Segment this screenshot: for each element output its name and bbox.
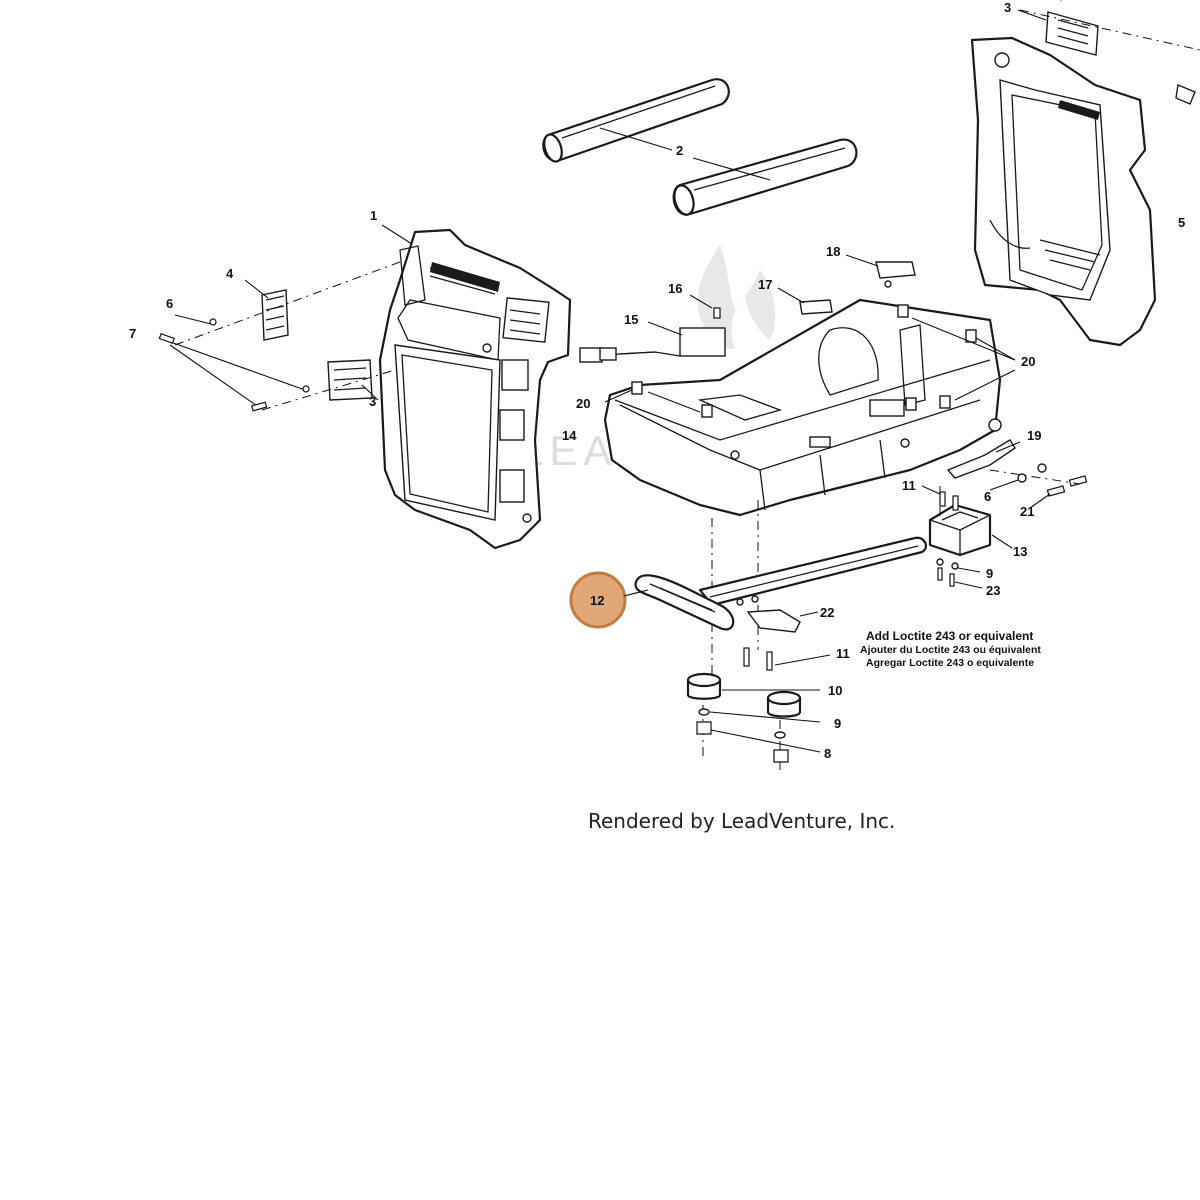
alignment-lines-left <box>164 224 413 411</box>
callout-13: 13 <box>1013 544 1027 559</box>
part-bracket-19 <box>946 439 1088 509</box>
screws-11-lower <box>743 647 831 671</box>
callout-7: 7 <box>129 326 136 341</box>
callout-12: 12 <box>590 593 604 608</box>
part-base-tray <box>603 298 1002 517</box>
callout-6-right: 6 <box>984 489 991 504</box>
callout-14: 14 <box>562 428 577 443</box>
callout-22: 22 <box>820 605 834 620</box>
part-module-15 <box>579 321 726 363</box>
part-rear-panel <box>970 36 1157 347</box>
part-front-panel <box>378 228 572 550</box>
callout-6-left: 6 <box>166 296 173 311</box>
callout-18: 18 <box>826 244 840 259</box>
callout-11-lower: 11 <box>836 646 850 661</box>
callout-20-right: 20 <box>1021 354 1035 369</box>
part-grille-4 <box>261 289 289 341</box>
part-grille-top-right <box>1017 0 1200 105</box>
callout-17: 17 <box>758 277 772 292</box>
vertical-alignment-lines <box>702 486 941 770</box>
callout-15: 15 <box>624 312 638 327</box>
loctite-note: Add Loctite 243 or equivalent Ajouter du… <box>860 629 1041 669</box>
fasteners-8-9-lower <box>696 708 821 763</box>
part-clip-18 <box>845 254 916 288</box>
fasteners-9-23 <box>936 558 983 589</box>
credit-text: Rendered by LeadVenture, Inc. <box>588 809 895 833</box>
screw-7 <box>158 318 310 412</box>
part-tube-upper <box>542 78 730 163</box>
part-screw-16 <box>689 294 721 319</box>
callout-10: 10 <box>828 683 842 698</box>
part-block-13 <box>928 503 1013 557</box>
part-grille-3-left <box>327 359 373 401</box>
callout-2-leaders <box>599 127 771 181</box>
callout-11-upper: 11 <box>902 478 916 493</box>
callout-3-left: 3 <box>369 394 376 409</box>
note-line-french: Ajouter du Loctite 243 ou équivalent <box>860 644 1041 656</box>
part-handle-12 <box>634 536 928 631</box>
part-bracket-22 <box>746 609 819 633</box>
note-line-english: Add Loctite 243 or equivalent <box>866 629 1033 643</box>
callout-19: 19 <box>1027 428 1041 443</box>
part-clip-17 <box>777 287 833 315</box>
part-clips-20 <box>604 304 1016 418</box>
highlight-part-12[interactable] <box>569 571 649 629</box>
note-line-spanish: Agregar Loctite 243 o equivalente <box>866 657 1034 669</box>
part-tube-lower <box>672 138 858 216</box>
callout-23: 23 <box>986 583 1000 598</box>
callout-9-lower: 9 <box>834 716 841 731</box>
callout-9-right: 9 <box>986 566 993 581</box>
screws-11-upper <box>921 485 959 511</box>
part-rubber-feet-10 <box>686 672 820 718</box>
callout-16: 16 <box>668 281 682 296</box>
callout-4: 4 <box>226 266 234 281</box>
callout-2: 2 <box>676 143 683 158</box>
callout-8: 8 <box>824 746 831 761</box>
callout-labels: 1 2 3 3 4 5 6 6 7 8 9 9 10 11 11 12 13 1… <box>129 0 1185 761</box>
callout-21: 21 <box>1020 504 1034 519</box>
callout-3-top: 3 <box>1004 0 1011 15</box>
callout-5: 5 <box>1178 215 1185 230</box>
callout-1: 1 <box>370 208 377 223</box>
callout-20-left: 20 <box>576 396 590 411</box>
